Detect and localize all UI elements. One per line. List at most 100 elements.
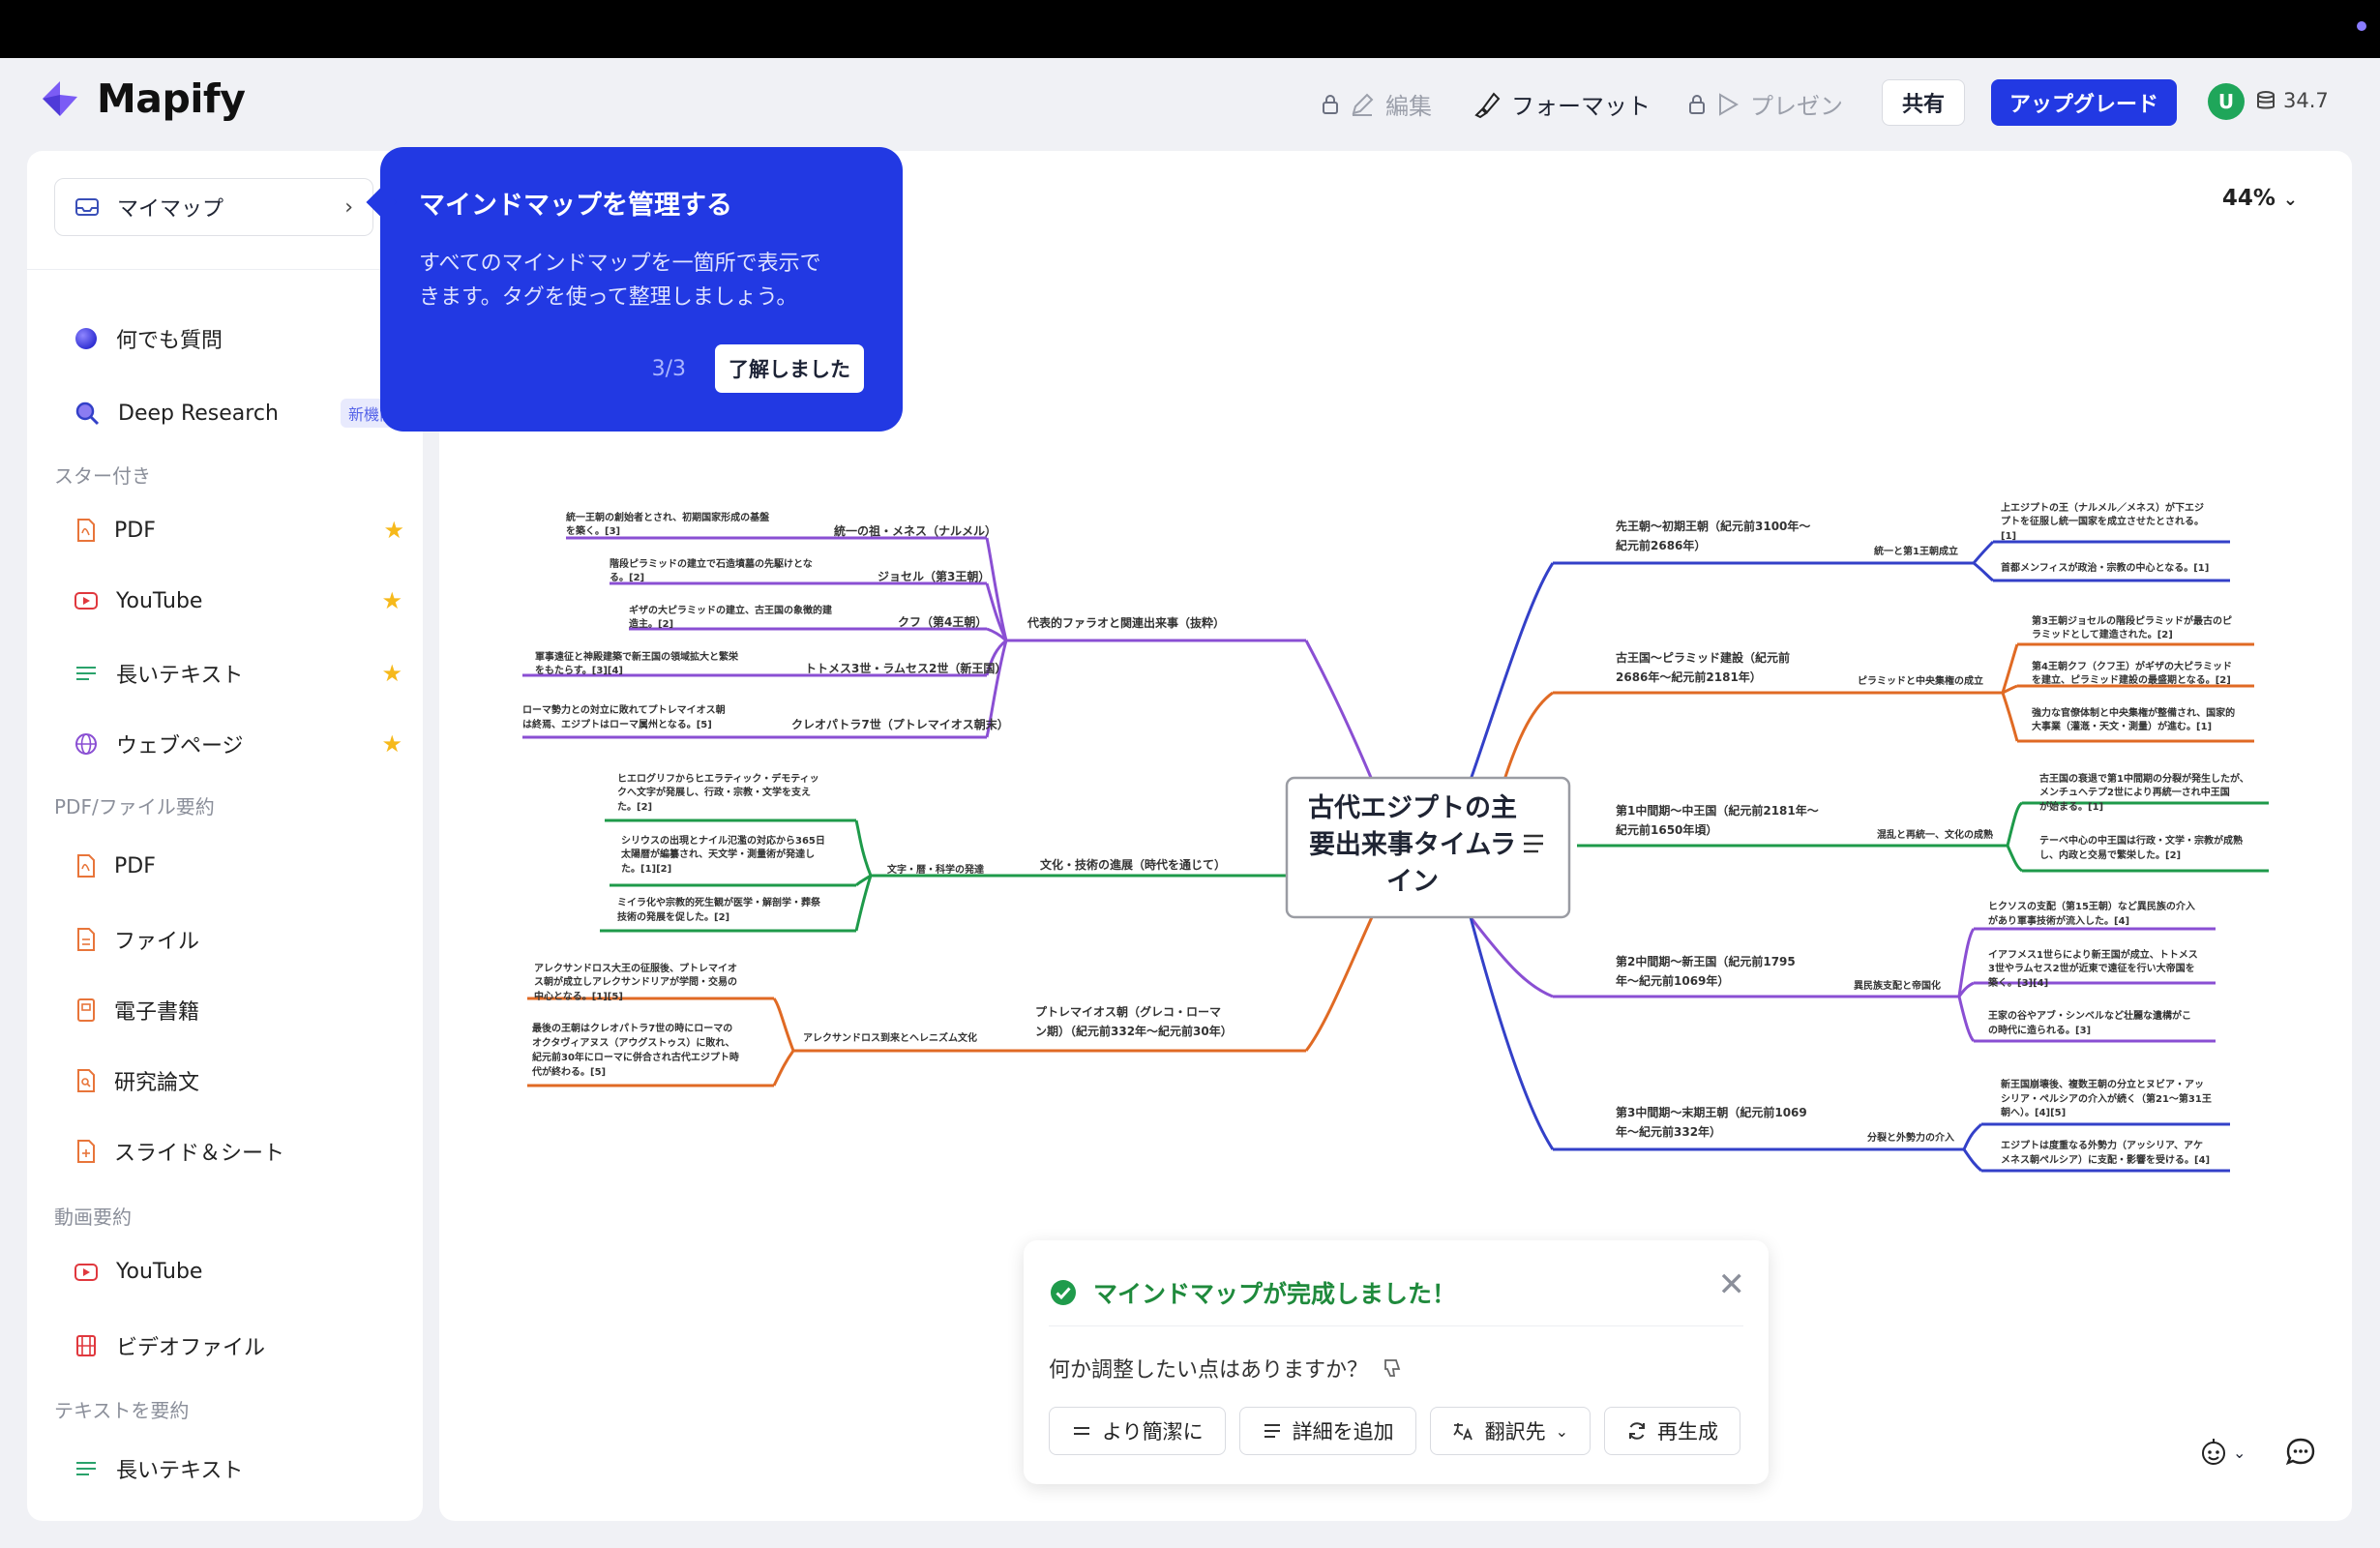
- leaf-mid-1c[interactable]: が始まる。[1]: [2039, 800, 2103, 813]
- leaf-menes-2[interactable]: を築く。[3]: [566, 524, 620, 537]
- sidebar-item-paper[interactable]: 研究論文: [75, 1065, 404, 1096]
- add-detail-button[interactable]: 詳細を追加: [1238, 1407, 1416, 1455]
- sidebar-item-starred-long-text[interactable]: 長いテキスト ★: [74, 658, 402, 689]
- leaf-mid-2b[interactable]: し、内政と交易で繁栄した。[2]: [2039, 848, 2181, 861]
- branch-title-culture[interactable]: 文化・技術の進展（時代を通じて）: [1040, 857, 1226, 872]
- leaf-culture-2a[interactable]: シリウスの出現とナイル氾濫の対応から365日: [621, 834, 825, 847]
- zoom-control[interactable]: 44% ⌄: [2222, 186, 2298, 211]
- leaf-new-3a[interactable]: 王家の谷やアブ・シンベルなど壮麗な遺構がこ: [1988, 1009, 2191, 1022]
- edit-menu[interactable]: 編集: [1322, 87, 1432, 121]
- branch-predynastic-1[interactable]: 先王朝～初期王朝（紀元前3100年～: [1616, 519, 1810, 533]
- branch-newkingdom-2[interactable]: 年～紀元前1069年）: [1616, 973, 1729, 988]
- leaf-mid-1b[interactable]: メンチュヘテプ2世により再統一され中王国: [2039, 786, 2230, 798]
- my-maps-button[interactable]: マイマップ ›: [54, 178, 373, 236]
- leaf-cleopatra-1[interactable]: ローマ勢力との対立に敗れてプトレマイオス朝: [522, 703, 726, 716]
- branch-lateperiod-1[interactable]: 第3中間期～末期王朝（紀元前1069: [1616, 1105, 1807, 1119]
- sidebar-item-file[interactable]: ファイル: [75, 924, 404, 955]
- leaf-khufu-1[interactable]: ギザの大ピラミッドの建立、古王国の象徴的建: [629, 604, 833, 616]
- close-icon[interactable]: ✕: [1717, 1265, 1746, 1304]
- tooltip-ok-button[interactable]: 了解しました: [715, 344, 864, 393]
- leaf-ptolemy-2a[interactable]: 最後の王朝はクレオパトラ7世の時にローマの: [532, 1022, 732, 1034]
- sub-foreign-rule[interactable]: 異民族支配と帝国化: [1854, 979, 1941, 992]
- thumbs-down-icon[interactable]: [1382, 1357, 1403, 1379]
- translate-button[interactable]: 翻訳先 ⌄: [1429, 1407, 1591, 1455]
- chat-icon[interactable]: [2284, 1436, 2317, 1469]
- sub-writing[interactable]: 文字・暦・科学の発達: [887, 863, 984, 876]
- leaf-menes-1[interactable]: 統一王朝の創始者とされ、初期国家形成の基盤: [566, 511, 770, 523]
- leaf-culture-1c[interactable]: た。[2]: [617, 801, 652, 813]
- leaf-ptolemy-2c[interactable]: 紀元前30年にローマに併合され古代エジプト時: [532, 1051, 739, 1063]
- leaf-thutmose-2[interactable]: をもたらす。[3][4]: [535, 665, 623, 676]
- regenerate-button[interactable]: 再生成: [1604, 1407, 1740, 1455]
- sub-alexander[interactable]: アレクサンドロス到来とヘレニズム文化: [803, 1031, 977, 1044]
- leaf-new-2a[interactable]: イアフメス1世らにより新王国が成立、トトメス: [1988, 948, 2198, 961]
- leaf-ptolemy-2b[interactable]: オクタヴィアヌス（アウグストゥス）に敗れ、: [532, 1036, 735, 1049]
- concise-button[interactable]: より簡潔に: [1049, 1407, 1226, 1455]
- leaf-old-1b[interactable]: ラミッドとして建造された。[2]: [2032, 628, 2173, 640]
- leaf-pre-2a[interactable]: 首都メンフィスが政治・宗教の中心となる。[1]: [2001, 561, 2209, 574]
- sub-division[interactable]: 分裂と外勢力の介入: [1867, 1131, 1954, 1144]
- avatar[interactable]: U: [2208, 83, 2245, 120]
- leaf-djoser-2[interactable]: る。[2]: [610, 572, 644, 583]
- leaf-djoser-1[interactable]: 階段ピラミッドの建立で石造墳墓の先駆けとな: [610, 557, 813, 570]
- branch-middlekingdom-2[interactable]: 紀元前1650年頃）: [1616, 822, 1717, 837]
- leaf-pre-1b[interactable]: プトを征服し統一国家を成立させたとされる。: [2001, 515, 2204, 527]
- leaf-thutmose-1[interactable]: 軍事遠征と神殿建築で新王国の領域拡大と繁栄: [535, 650, 739, 663]
- branch-lateperiod-2[interactable]: 年～紀元前332年）: [1616, 1124, 1721, 1139]
- leaf-culture-1a[interactable]: ヒエログリフからヒエラティック・デモティッ: [617, 772, 819, 785]
- leaf-ptolemy-1a[interactable]: アレクサンドロス大王の征服後、プトレマイオ: [534, 962, 737, 974]
- leaf-late-1b[interactable]: シリア・ペルシアの介入が続く（第21～第31王: [2001, 1092, 2212, 1105]
- leaf-ptolemy-2d[interactable]: 代が終わる。[5]: [531, 1065, 606, 1078]
- branch-title-ptolemaic-1[interactable]: プトレマイオス朝（グレコ・ローマ: [1035, 1004, 1221, 1019]
- sub-unification[interactable]: 統一と第1王朝成立: [1874, 545, 1958, 557]
- format-menu[interactable]: フォーマット: [1473, 87, 1651, 121]
- leaf-late-1c[interactable]: 朝へ）。[4][5]: [2001, 1106, 2066, 1118]
- leaf-new-1a[interactable]: ヒクソスの支配（第15王朝）など異民族の介入: [1988, 900, 2195, 912]
- upgrade-button[interactable]: アップグレード: [1991, 79, 2177, 126]
- branch-title-ptolemaic-2[interactable]: ン期）（紀元前332年～紀元前30年）: [1035, 1024, 1233, 1038]
- leaf-old-3b[interactable]: 大事業（灌漑・天文・測量）が進む。[1]: [2032, 720, 2212, 732]
- ai-style-menu[interactable]: ⌄: [2198, 1437, 2246, 1468]
- leaf-new-3b[interactable]: の時代に造られる。[3]: [1988, 1024, 2091, 1036]
- leaf-new-1b[interactable]: があり軍事技術が流入した。[4]: [1988, 914, 2129, 927]
- logo[interactable]: Mapify: [37, 75, 246, 122]
- leaf-old-3a[interactable]: 強力な官僚体制と中央集権が整備され、国家的: [2032, 706, 2235, 719]
- sidebar-item-video-youtube[interactable]: YouTube: [74, 1260, 402, 1284]
- star-icon[interactable]: ★: [381, 587, 402, 614]
- sidebar-item-starred-webpage[interactable]: ウェブページ ★: [74, 729, 402, 759]
- credits-indicator[interactable]: 34.7: [2254, 89, 2329, 112]
- leaf-pre-1c[interactable]: [1]: [2001, 531, 2016, 542]
- sidebar-item-slides[interactable]: スライド＆シート: [75, 1136, 404, 1167]
- leaf-late-1a[interactable]: 新王国崩壊後、複数王朝の分立とヌビア・アッ: [2001, 1078, 2204, 1090]
- leaf-new-2c[interactable]: 築く。[3][4]: [1987, 976, 2048, 989]
- sub-pyramids[interactable]: ピラミッドと中央集権の成立: [1858, 674, 1983, 687]
- leaf-khufu-2[interactable]: 造主。[2]: [629, 617, 673, 630]
- sub-thutmose[interactable]: トトメス3世・ラムセス2世（新王国）: [805, 661, 1006, 675]
- sidebar-item-video-file[interactable]: ビデオファイル: [74, 1330, 402, 1361]
- leaf-pre-1a[interactable]: 上エジプトの王（ナルメル／メネス）が下エジ: [2001, 501, 2204, 514]
- leaf-culture-2b[interactable]: 太陽暦が編纂され、天文学・測量術が発達し: [620, 848, 815, 860]
- sidebar-item-starred-youtube[interactable]: YouTube ★: [74, 587, 402, 614]
- sub-menes[interactable]: 統一の祖・メネス（ナルメル）: [834, 523, 997, 538]
- present-menu[interactable]: プレゼン: [1688, 87, 1843, 121]
- branch-middlekingdom-1[interactable]: 第1中間期～中王国（紀元前2181年～: [1616, 803, 1819, 818]
- leaf-mid-2a[interactable]: テーベ中心の中王国は行政・文学・宗教が成熟: [2039, 834, 2243, 847]
- sub-reunification[interactable]: 混乱と再統一、文化の成熟: [1877, 828, 1993, 841]
- sidebar-item-ask[interactable]: 何でも質問: [74, 323, 402, 354]
- branch-predynastic-2[interactable]: 紀元前2686年）: [1616, 538, 1706, 552]
- menu-lines-icon[interactable]: [1524, 834, 1543, 853]
- leaf-old-1a[interactable]: 第3王朝ジョセルの階段ピラミッドが最古のピ: [2032, 614, 2232, 627]
- leaf-late-2b[interactable]: メネス朝ペルシア）に支配・影響を受ける。[4]: [2001, 1153, 2210, 1166]
- sub-khufu[interactable]: クフ（第4王朝）: [898, 614, 987, 629]
- sidebar-item-starred-pdf[interactable]: PDF ★: [75, 517, 404, 544]
- leaf-mid-1a[interactable]: 古王国の衰退で第1中間期の分裂が発生したが、: [2039, 772, 2249, 785]
- star-icon[interactable]: ★: [381, 730, 402, 758]
- branch-oldkingdom-1[interactable]: 古王国～ピラミッド建設（紀元前: [1616, 650, 1790, 665]
- leaf-old-2a[interactable]: 第4王朝クフ（クフ王）がギザの大ピラミッド: [2032, 660, 2232, 672]
- sidebar-item-pdf[interactable]: PDF: [75, 853, 404, 878]
- leaf-late-2a[interactable]: エジプトは度重なる外勢力（アッシリア、アケ: [2001, 1139, 2203, 1151]
- leaf-culture-1b[interactable]: クへ文字が発展し、行政・宗教・文学を支え: [617, 786, 811, 798]
- leaf-culture-3a[interactable]: ミイラ化や宗教的死生観が医学・解剖学・葬祭: [617, 896, 821, 908]
- leaf-culture-2c[interactable]: た。[1][2]: [621, 863, 671, 875]
